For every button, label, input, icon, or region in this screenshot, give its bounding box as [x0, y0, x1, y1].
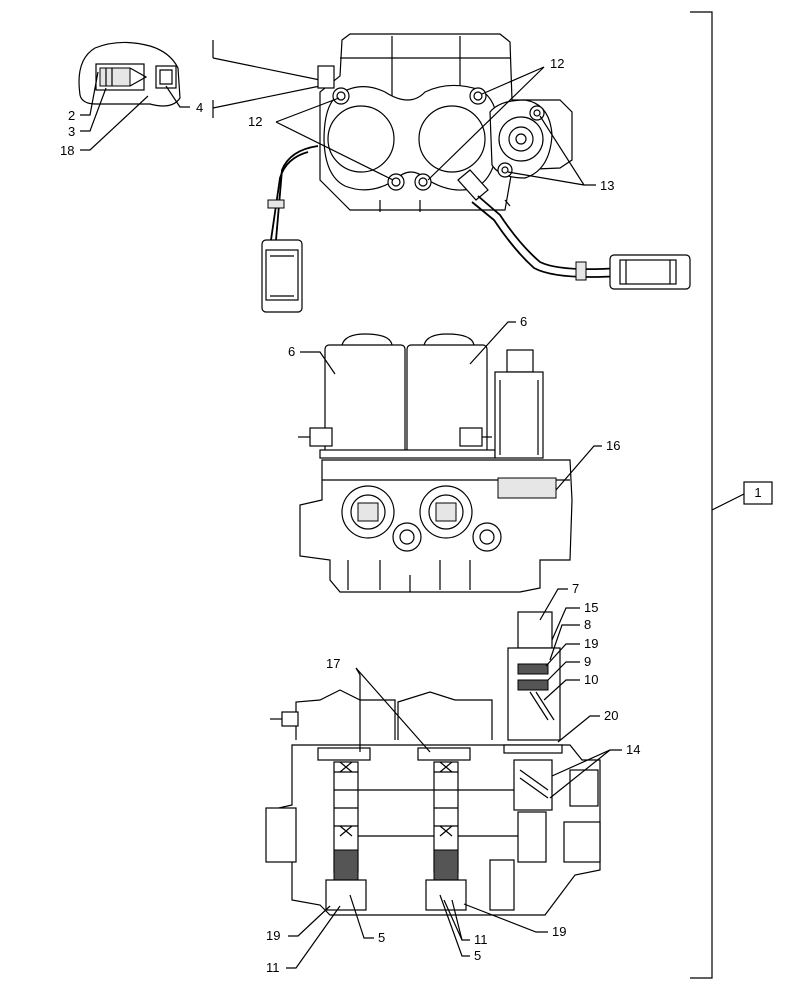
spool-right [425, 761, 467, 911]
callout-8: 8 [584, 617, 591, 632]
callout-12-left: 12 [248, 114, 262, 129]
callout-2: 2 [68, 108, 75, 123]
spool-left [325, 761, 367, 911]
callout-11-left: 11 [266, 960, 280, 975]
callout-18: 18 [60, 143, 74, 158]
assembly-bracket [690, 11, 713, 979]
middle-view [298, 333, 573, 593]
callout-5-left: 5 [378, 930, 385, 945]
callout-3: 3 [68, 124, 75, 139]
callout-11-right: 11 [474, 932, 488, 947]
bottom-view [265, 611, 601, 916]
assembly-label-box [743, 481, 773, 505]
callout-10: 10 [584, 672, 598, 687]
callout-6-right: 6 [520, 314, 527, 329]
callout-6-left: 6 [288, 344, 295, 359]
callout-19-left: 19 [266, 928, 280, 943]
callouts: 2 3 18 4 12 12 13 6 6 16 7 15 8 19 9 10 … [60, 56, 640, 975]
callout-13: 13 [600, 178, 614, 193]
callout-5-right: 5 [474, 948, 481, 963]
callout-19-upper: 19 [584, 636, 598, 651]
callout-14: 14 [626, 742, 640, 757]
callout-7: 7 [572, 581, 579, 596]
callout-20: 20 [604, 708, 618, 723]
top-view [78, 33, 691, 313]
detail-inset [78, 41, 181, 107]
callout-4: 4 [196, 100, 203, 115]
callout-12-right: 12 [550, 56, 564, 71]
callout-17: 17 [326, 656, 340, 671]
callout-19-right: 19 [552, 924, 566, 939]
callout-15: 15 [584, 600, 598, 615]
assembly-label: 1 [754, 485, 761, 500]
callout-16: 16 [606, 438, 620, 453]
callout-9: 9 [584, 654, 591, 669]
leader-lines [80, 66, 622, 969]
